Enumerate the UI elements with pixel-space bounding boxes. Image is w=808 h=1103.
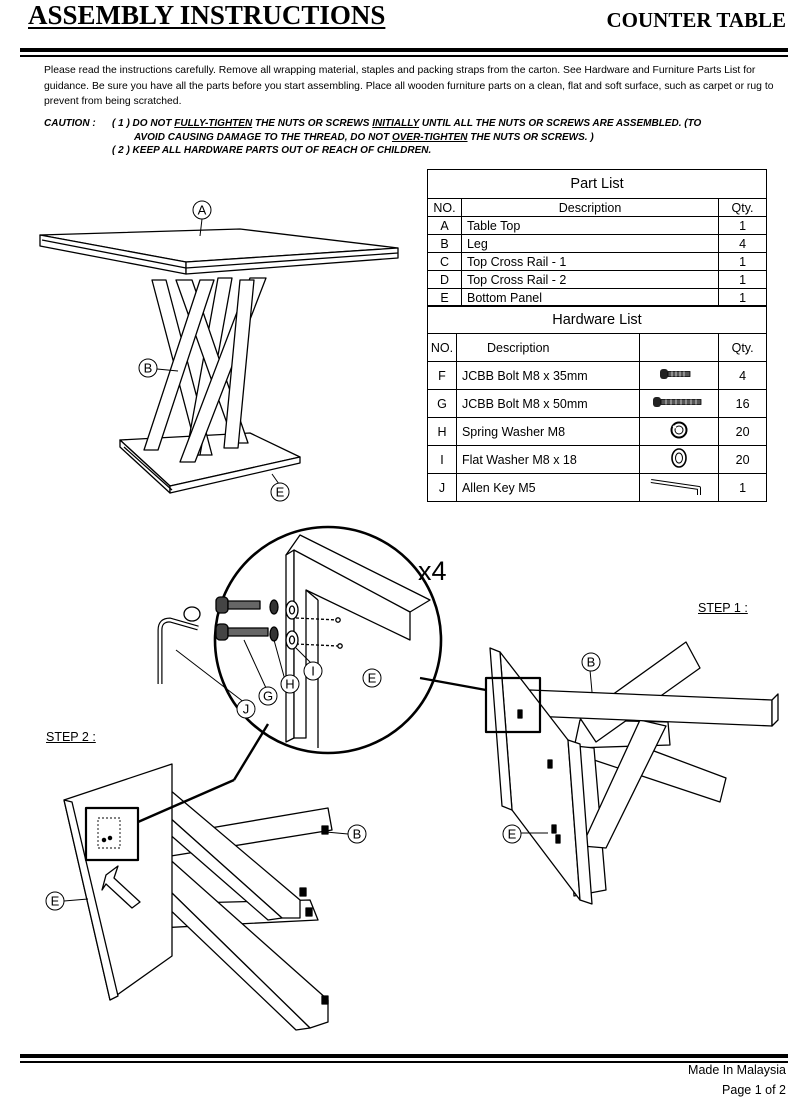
part-description: Table Top [460,216,720,235]
hardware-row: J Allen Key M5 1 [427,473,767,502]
part-row: A Table Top 1 [427,216,767,235]
hardware-list-table: Hardware List NO. Description Qty. F JCB… [427,305,767,502]
step1-drawing [484,641,779,905]
step2-label-b-callout: B [347,824,367,844]
zoom-label-e: E [368,671,377,686]
label-b: B [144,361,153,376]
part-row: E Bottom Panel 1 [427,288,767,307]
part-row: C Top Cross Rail - 1 1 [427,252,767,271]
zoom-label-g-callout: G [258,686,278,706]
hardware-description: JCBB Bolt M8 x 35mm [455,361,641,390]
zoom-label-j-callout: J [236,699,256,719]
step1-label-e-callout: E [502,824,522,844]
header-rule-thin [20,55,788,57]
zoom-label-h: H [285,677,294,692]
zoom-label-i: I [311,664,315,679]
document-title: ASSEMBLY INSTRUCTIONS [28,0,386,30]
caution-line-3: ( 2 ) KEEP ALL HARDWARE PARTS OUT OF REA… [112,145,432,156]
hardware-row: F JCBB Bolt M8 x 35mm 4 [427,361,767,390]
part-row: D Top Cross Rail - 2 1 [427,270,767,289]
footer-rule-thin [20,1061,788,1063]
zoom-label-i-callout: I [303,661,323,681]
part-list-title: Part List [427,169,767,199]
zoom-connectors [137,676,487,824]
part-list-header-description: Description [460,198,720,217]
caution-label: CAUTION : [44,118,96,129]
part-description: Top Cross Rail - 1 [460,252,720,271]
step2-drawing [63,763,333,1031]
flat-washer-icon [639,445,720,474]
step1-label-b: B [587,655,596,670]
assembled-table-drawing [39,228,399,494]
zoom-label-j: J [243,702,250,717]
label-e: E [276,485,285,500]
step1-label-b-callout: B [581,652,601,672]
hardware-row: I Flat Washer M8 x 18 20 [427,445,767,474]
intro-paragraph: Please read the instructions carefully. … [44,65,774,107]
footer-rule-thick [20,1054,788,1058]
leader-lines [63,218,593,902]
hardware-description: Spring Washer M8 [455,417,641,446]
part-description: Top Cross Rail - 2 [460,270,720,289]
step2-label-e: E [51,894,60,909]
country-of-origin: Made In Malaysia [688,1063,786,1077]
product-name: COUNTER TABLE [606,8,786,32]
step2-label-b: B [353,827,362,842]
header-rule-thick [20,48,788,52]
part-description: Bottom Panel [460,288,720,307]
zoom-label-g: G [263,689,273,704]
zoom-detail-drawing [157,525,443,755]
hardware-qty: 20 [718,417,767,446]
step1-label: STEP 1 : [698,601,748,615]
hardware-no: F [427,361,457,390]
hardware-qty: 1 [718,473,767,502]
label-e-callout: E [270,482,290,502]
allen-key-icon [639,473,720,502]
hardware-list-title: Hardware List [427,305,767,334]
label-a-callout: A [192,200,212,220]
hardware-qty: 20 [718,445,767,474]
label-b-callout: B [138,358,158,378]
label-a: A [198,203,207,218]
quantity-multiplier: x4 [418,556,447,586]
part-list-table: Part List NO. Description Qty. A Table T… [427,169,767,307]
caution-line-1: ( 1 ) DO NOT FULLY-TIGHTEN THE NUTS OR S… [112,118,702,129]
page-number: Page 1 of 2 [722,1083,786,1097]
caution-line-2: AVOID CAUSING DAMAGE TO THE THREAD, DO N… [134,131,594,143]
step1-label-e: E [508,827,517,842]
short-bolt-icon [639,361,720,390]
zoom-label-e-callout: E [362,668,382,688]
hardware-description: Allen Key M5 [455,473,641,502]
step2-label-e-callout: E [45,891,65,911]
zoom-label-h-callout: H [280,674,300,694]
hardware-qty: 4 [718,361,767,390]
hardware-row: H Spring Washer M8 20 [427,417,767,446]
hardware-header-no: NO. [427,333,457,362]
step2-label: STEP 2 : [46,730,96,744]
